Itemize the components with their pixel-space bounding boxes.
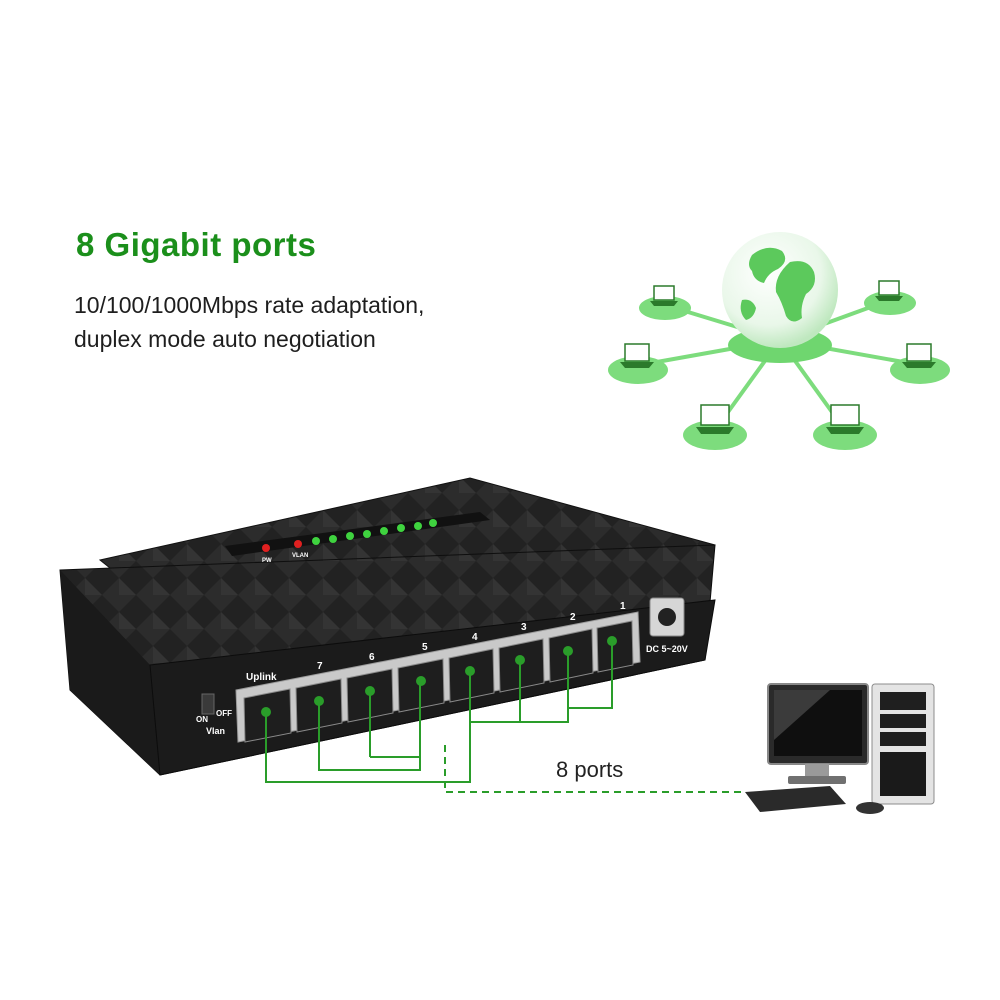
vlan-label: Vlan [206,726,225,736]
port-led [414,522,422,530]
laptop-node-6 [813,404,877,450]
port-led [380,527,388,535]
port-led [429,519,437,527]
port-led [346,532,354,540]
mouse-icon [856,802,884,814]
laptop-node-1 [639,285,691,320]
network-illustration [608,232,950,450]
port-label-3: 3 [521,622,527,633]
power-led [262,544,270,552]
laptop-node-5 [683,404,747,450]
port-label-5: 5 [422,642,428,653]
desktop-computer [745,683,935,814]
led-label-pw: PW [262,558,272,564]
description: 10/100/1000Mbps rate adaptation, duplex … [74,288,594,356]
port-led [363,530,371,538]
port-led [329,535,337,543]
description-line-1: 10/100/1000Mbps rate adaptation, [74,292,425,318]
port-label-1: 1 [620,601,626,612]
port-led [397,524,405,532]
vlan-switch [201,693,215,715]
port-led [312,537,320,545]
vlan-switch-on-label: ON [196,715,208,724]
headline: 8 Gigabit ports [76,226,317,263]
laptop-node-2 [864,280,916,315]
dc-jack-socket [658,608,676,626]
laptop-node-4 [890,343,950,384]
description-line-2: duplex mode auto negotiation [74,326,376,352]
led-indicators: PW VLAN [262,519,437,564]
port-label-7: 7 [317,661,323,672]
port-label-6: 6 [369,652,375,663]
led-label-vlan: VLAN [292,553,308,559]
rj45-port-2 [548,628,594,683]
dc-label: DC 5~20V [646,644,688,654]
port-label-2: 2 [570,612,576,623]
keyboard-icon [745,786,846,812]
vlan-led [294,540,302,548]
vlan-switch-off-label: OFF [216,709,232,718]
port-label-uplink: Uplink [246,672,277,683]
rj45-port-1 [596,620,634,673]
network-switch: PW VLAN Uplink 7 6 5 4 3 2 1 [59,477,716,776]
rj45-port-3 [498,638,545,693]
port-connector-lines [261,636,745,793]
port-label-4: 4 [472,632,478,643]
ports-callout: 8 ports [556,757,624,782]
laptop-node-3 [608,343,668,384]
